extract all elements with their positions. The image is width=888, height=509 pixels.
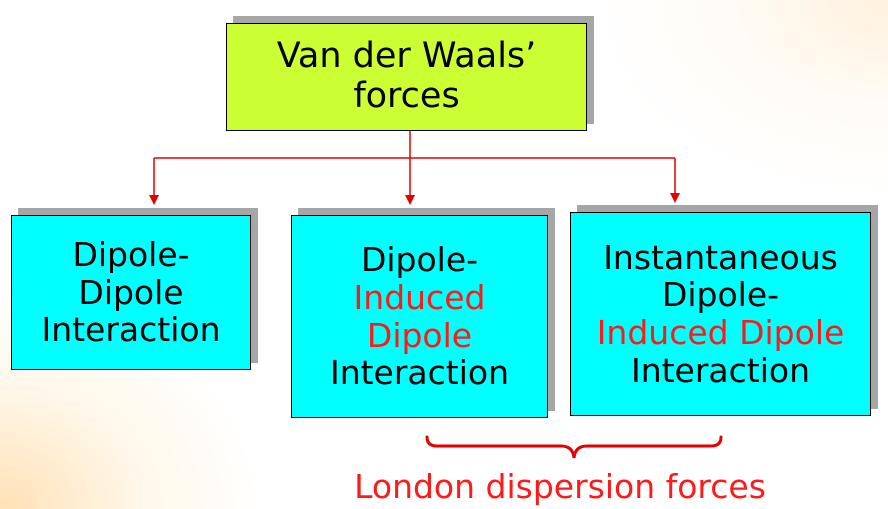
- arrowhead-1: [149, 195, 159, 205]
- node1-line-3: Interaction: [41, 310, 221, 350]
- root-node-van-der-waals: Van der Waals’ forces: [226, 23, 587, 131]
- node-instantaneous-dipole: Instantaneous Dipole- Induced Dipole Int…: [570, 212, 871, 416]
- root-line-1: Van der Waals’: [276, 36, 537, 77]
- node3-line-3: Induced Dipole: [596, 313, 845, 352]
- node3-line-1: Instantaneous: [603, 237, 838, 277]
- node2-line-2: Induced: [353, 277, 486, 317]
- london-brace: [425, 435, 723, 459]
- node1-line-2: Dipole: [78, 272, 184, 312]
- node3-line-2: Dipole-: [661, 275, 780, 315]
- node-dipole-dipole: Dipole- Dipole Interaction: [11, 215, 251, 370]
- arrowhead-2: [405, 195, 415, 205]
- node-dipole-induced-dipole: Dipole- Induced Dipole Interaction: [291, 215, 548, 418]
- node2-line-4: Interaction: [329, 353, 510, 393]
- node3-line-4: Interaction: [630, 350, 811, 390]
- node1-line-1: Dipole-: [72, 235, 190, 275]
- arrowhead-3: [670, 193, 680, 203]
- london-dispersion-label: London dispersion forces: [354, 467, 766, 506]
- node2-line-1: Dipole-: [360, 240, 479, 280]
- node2-line-3: Dipole: [366, 315, 473, 355]
- root-line-2: forces: [353, 76, 460, 116]
